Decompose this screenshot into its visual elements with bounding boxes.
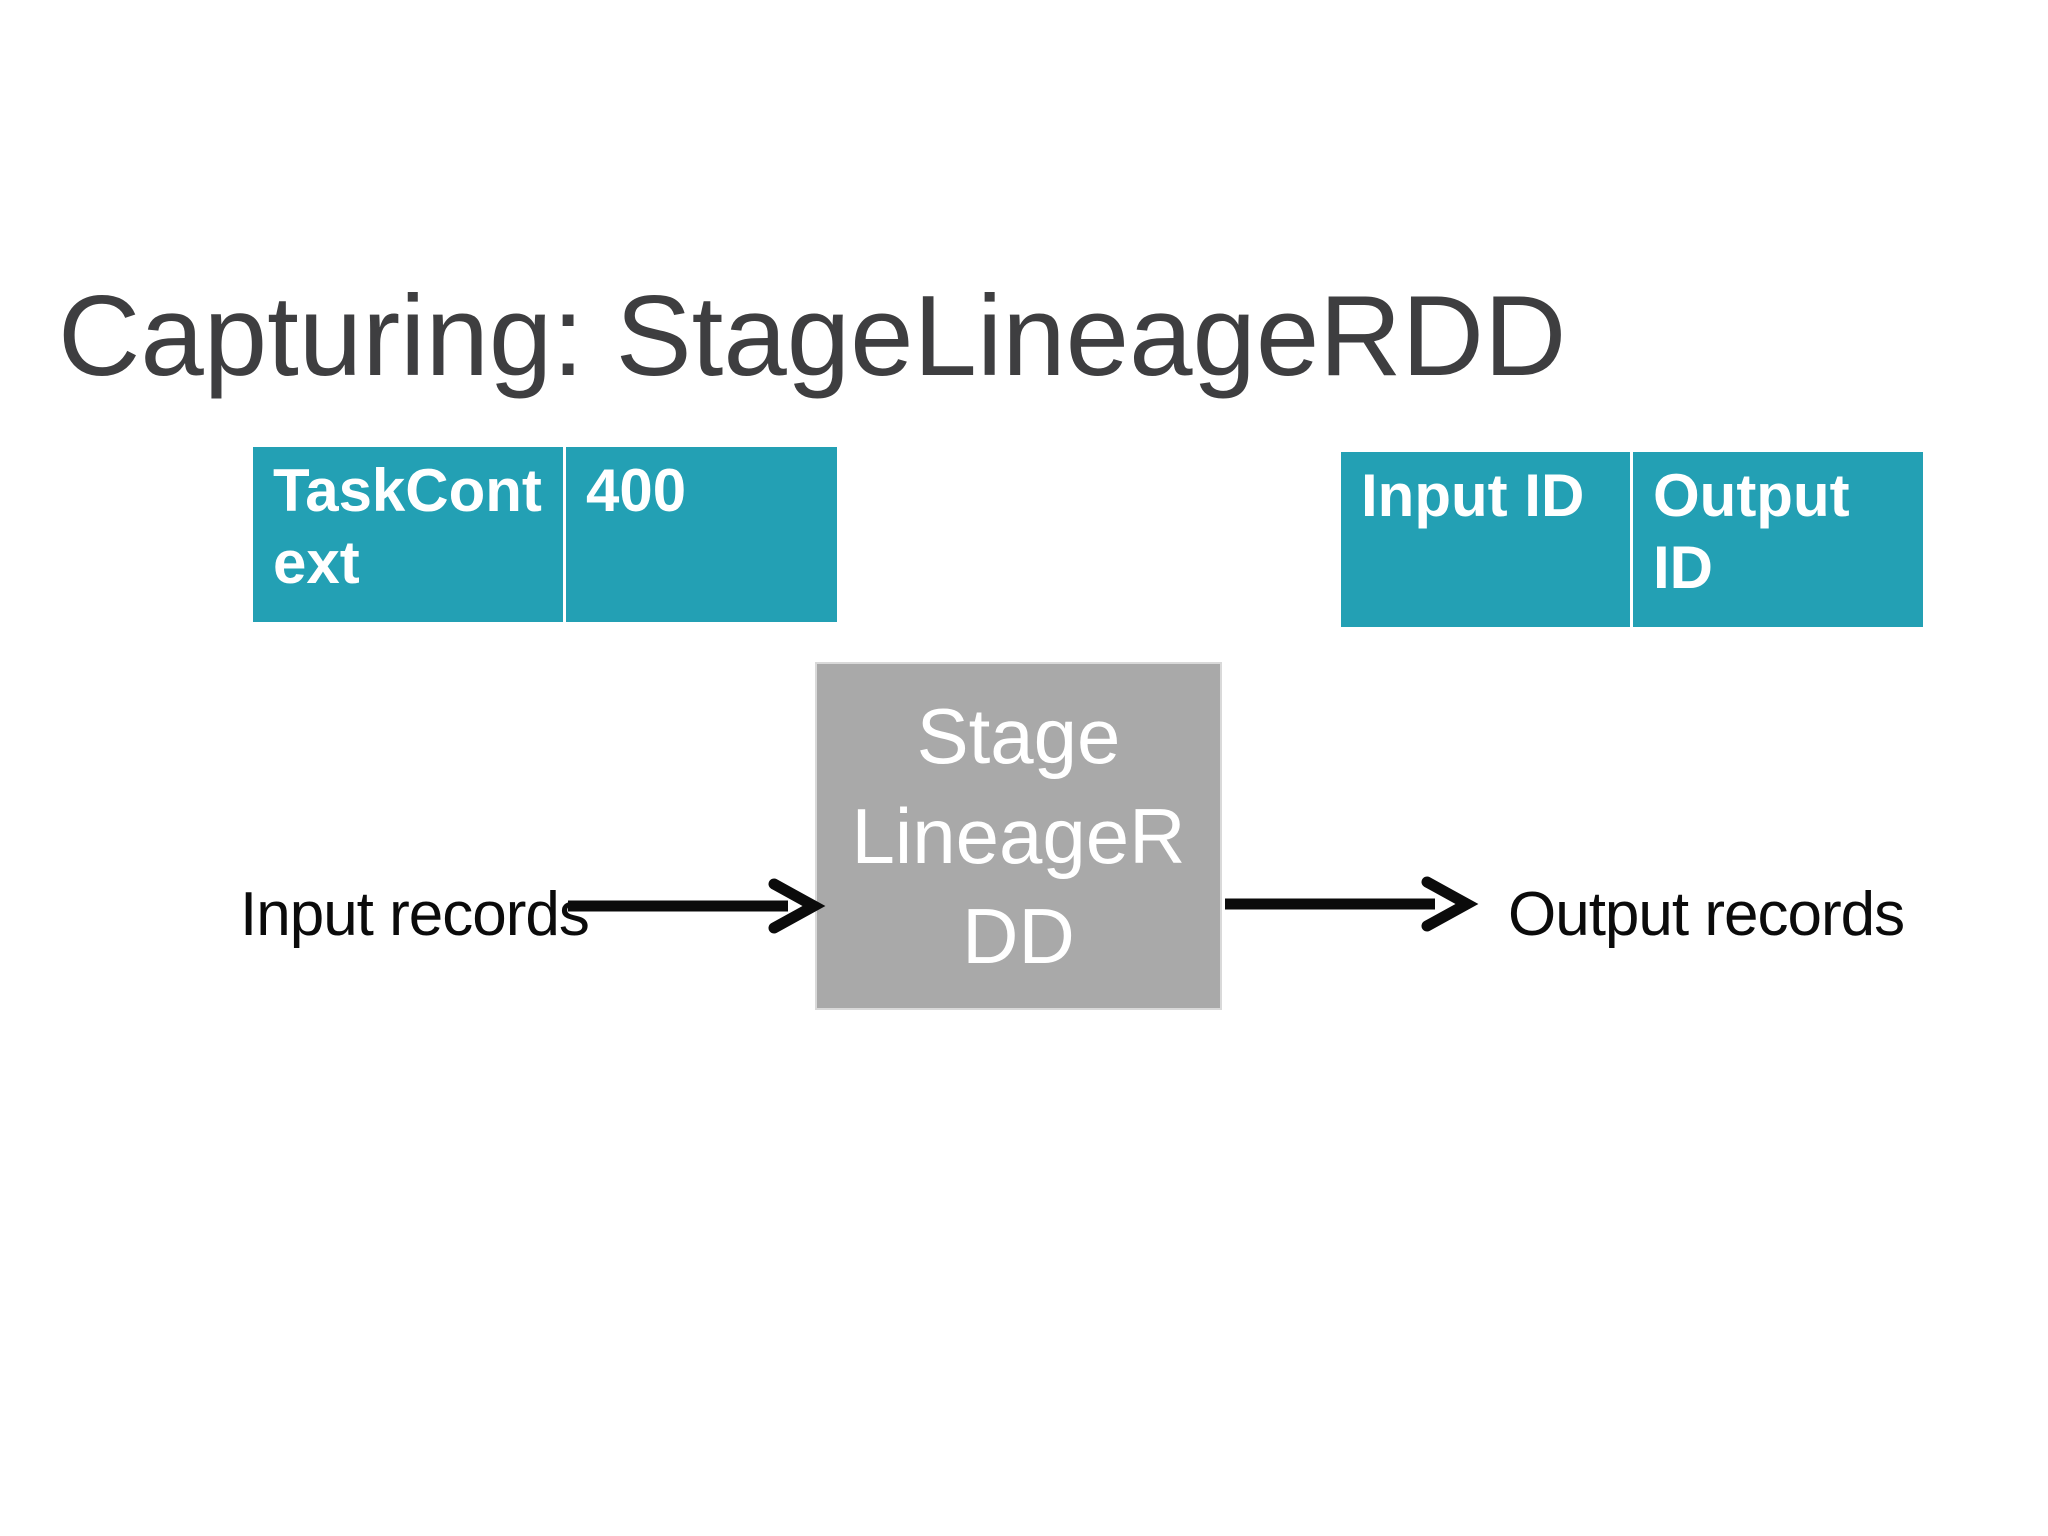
output-id-line2: ID	[1653, 534, 1713, 601]
input-arrow-icon	[568, 878, 826, 934]
io-id-table: Input ID Output ID	[1341, 452, 1923, 627]
stage-lineage-rdd-box: Stage LineageR DD	[815, 662, 1222, 1010]
task-context-key-cell: TaskCont ext	[253, 447, 563, 622]
task-context-key-line1: TaskCont	[273, 457, 542, 524]
task-context-key-line2: ext	[273, 529, 360, 596]
input-id-cell: Input ID	[1341, 452, 1630, 627]
input-records-label: Input records	[240, 880, 590, 949]
stage-box-line3: DD	[962, 892, 1075, 980]
stage-box-line1: Stage	[916, 692, 1121, 780]
task-context-value-cell: 400	[566, 447, 837, 622]
stage-box-line2: LineageR	[851, 792, 1186, 880]
task-context-value: 400	[586, 457, 687, 524]
output-id-cell: Output ID	[1633, 452, 1923, 627]
task-context-table: TaskCont ext 400	[253, 447, 837, 622]
output-id-line1: Output	[1653, 462, 1850, 529]
input-id-label: Input ID	[1361, 462, 1585, 529]
output-arrow-icon	[1225, 876, 1479, 932]
page-title: Capturing: StageLineageRDD	[58, 273, 1567, 400]
output-records-label: Output records	[1508, 880, 1905, 949]
